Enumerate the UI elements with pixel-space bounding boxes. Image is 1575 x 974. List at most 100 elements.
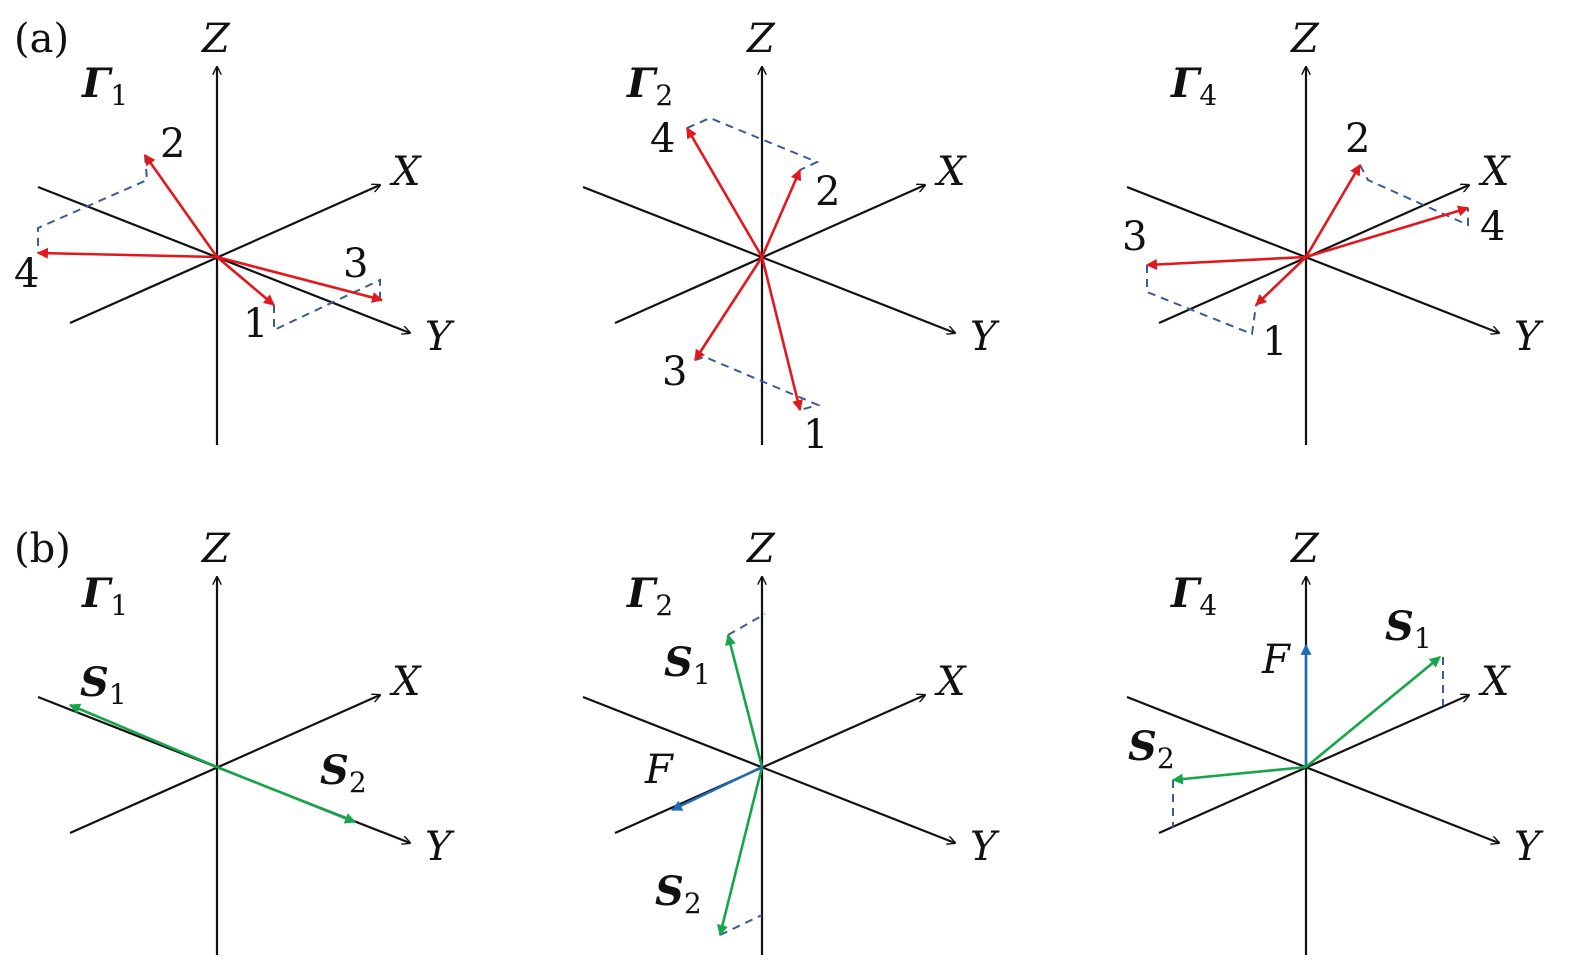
panel-b-1-s2-vector <box>717 766 764 937</box>
panel-b-1-y-label: Y <box>970 824 1000 870</box>
panel-a-2-irrep-label: Γ4 <box>1170 60 1217 112</box>
panel-b-0-x-axis <box>69 695 380 835</box>
panel-b-0-z-label: Z <box>200 526 231 572</box>
panel-a-2-moment-3 <box>1145 255 1307 270</box>
panel-b-0-s1-label-subscript: 1 <box>109 678 127 711</box>
panel-a-1-irrep-label-subscript: 2 <box>655 79 673 112</box>
panel-b-2-s2-label-symbol: S <box>1128 723 1157 770</box>
panel-a-2-moment-label-3: 3 <box>1122 214 1147 260</box>
panel-b-2-y-axis <box>1126 695 1499 843</box>
panel-a-0-irrep-label: Γ1 <box>81 60 128 112</box>
panel-a-2-y-label: Y <box>1514 314 1544 360</box>
panel-a-0-moment-label-3: 3 <box>343 241 368 287</box>
panel-a-2-moment-1 <box>1255 256 1307 306</box>
panel-a-0-z-label: Z <box>200 16 231 62</box>
panel-a-0-irrep-label-subscript: 1 <box>110 79 128 112</box>
panel-b-0-s2-vector <box>216 765 357 824</box>
panel-a-0-moment-label-2: 2 <box>160 121 185 167</box>
panel-b-2-irrep-label-subscript: 4 <box>1199 589 1217 622</box>
panel-a-1-moment-label-3: 3 <box>662 349 687 395</box>
panel-b-2-s1-label-subscript: 1 <box>1414 622 1432 655</box>
panel-b-2-z-label: Z <box>1289 526 1320 572</box>
panel-a-0-moment-4 <box>36 247 218 259</box>
panel-a-0-moment-label-1: 1 <box>243 301 268 347</box>
panel-b-1-irrep-label-subscript: 2 <box>655 589 673 622</box>
panel-b-2-irrep-label-symbol: Γ <box>1170 570 1202 617</box>
panel-a-1-moment-label-1: 1 <box>803 412 828 458</box>
panel-a-0-moment-label-4: 4 <box>14 251 39 297</box>
panel-label-a: (a) <box>14 16 69 62</box>
panel-b-2-s2-label: S2 <box>1128 723 1175 775</box>
panel-a-2-moment-label-1: 1 <box>1262 319 1287 365</box>
panel-b-1-s2-projection <box>719 914 763 936</box>
panel-b-1-s2-label: S2 <box>655 868 702 920</box>
panel-a-1-irrep-label: Γ2 <box>626 60 673 112</box>
panel-b-0-irrep-label-symbol: Γ <box>81 570 113 617</box>
panel-a-0-y-label: Y <box>425 314 455 360</box>
panel-b-0-s1-label: S1 <box>80 659 127 711</box>
panel-b-0-y-label: Y <box>425 824 455 870</box>
panel-a-0-x-axis <box>69 185 380 325</box>
panel-a-0-irrep-label-symbol: Γ <box>81 60 113 107</box>
panel-a-2-projection-0 <box>1359 164 1469 227</box>
panel-b-1-s2-label-subscript: 2 <box>684 887 702 920</box>
panel-a-1-x-label: X <box>934 149 967 195</box>
panel-a-0-moment-3 <box>216 255 384 303</box>
panel-b-2-x-label: X <box>1478 659 1511 705</box>
panel-b-1-irrep-label-symbol: Γ <box>626 570 658 617</box>
panel-b-2-irrep-label: Γ4 <box>1170 570 1217 622</box>
panel-label-b: (b) <box>14 526 71 572</box>
panel-b-1-x-label: X <box>934 659 967 705</box>
panel-a-1-moment-3 <box>693 256 764 361</box>
panel-a-0-projection-1 <box>37 154 149 253</box>
panel-b-2-y-label: Y <box>1514 824 1544 870</box>
panel-b-1-irrep-label: Γ2 <box>626 570 673 622</box>
panel-a-0-x-label: X <box>389 149 422 195</box>
panel-b-0-s1-vector <box>68 703 218 769</box>
panel-b-2-s1-label-symbol: S <box>1385 603 1414 650</box>
panel-a-1-moment-label-4: 4 <box>650 116 675 162</box>
panel-a-2-y-axis <box>1126 185 1499 333</box>
panel-a-2-z-label: Z <box>1289 16 1320 62</box>
panel-a-2-x-label: X <box>1478 149 1511 195</box>
panel-b-0-s2-label-symbol: S <box>320 747 349 794</box>
panel-b-0-x-label: X <box>389 659 422 705</box>
panel-b-1-y-axis <box>582 695 955 843</box>
panel-b-2-s2-vector <box>1171 765 1307 785</box>
panel-a-2-irrep-label-symbol: Γ <box>1170 60 1202 107</box>
panel-a-2-moment-4 <box>1305 205 1470 259</box>
panel-a-2-irrep-label-subscript: 4 <box>1199 79 1217 112</box>
panel-a-2-moment-2 <box>1304 164 1362 258</box>
panel-a-1-moment-label-2: 2 <box>815 169 840 215</box>
panel-a-1-z-label: Z <box>745 16 776 62</box>
panel-b-1-s1-projection <box>727 613 766 636</box>
panel-a-2-moment-label-2: 2 <box>1345 116 1370 162</box>
panel-b-1-s1-vector <box>725 633 764 768</box>
panel-b-1-x-axis <box>614 695 925 835</box>
panel-a-2-projection-1 <box>1146 265 1257 336</box>
panel-b-2-s1-vector <box>1305 655 1441 769</box>
panel-a-1-x-axis <box>614 185 925 325</box>
panel-b-1-s2-label-symbol: S <box>655 868 684 915</box>
panel-a-1-projection-1 <box>694 355 822 411</box>
panel-b-2-s1-label: S1 <box>1385 603 1432 655</box>
panel-b-1-s1-label-subscript: 1 <box>693 658 711 691</box>
panel-b-1-s1-label: S1 <box>664 639 711 691</box>
panel-b-2-s2-label-subscript: 2 <box>1157 742 1175 775</box>
panel-a-0-projection-0 <box>273 278 381 332</box>
panel-a-0-moment-2 <box>143 154 219 258</box>
panel-a-1-moment-4 <box>685 127 764 258</box>
panel-b-0-s2-label: S2 <box>320 747 367 799</box>
panel-b-0-irrep-label: Γ1 <box>81 570 128 622</box>
panel-b-0-irrep-label-subscript: 1 <box>110 589 128 622</box>
panel-a-0-moment-1 <box>216 256 275 306</box>
panel-b-2-x-axis <box>1158 695 1469 835</box>
panel-b-0-s1-label-symbol: S <box>80 659 109 706</box>
panel-b-2-f-label: F <box>1261 637 1291 683</box>
panel-b-1-z-label: Z <box>745 526 776 572</box>
panel-b-1-f-vector <box>671 765 763 812</box>
panel-b-0-s2-label-subscript: 2 <box>349 766 367 799</box>
panel-a-1-irrep-label-symbol: Γ <box>626 60 658 107</box>
panel-b-1-s1-label-symbol: S <box>664 639 693 686</box>
